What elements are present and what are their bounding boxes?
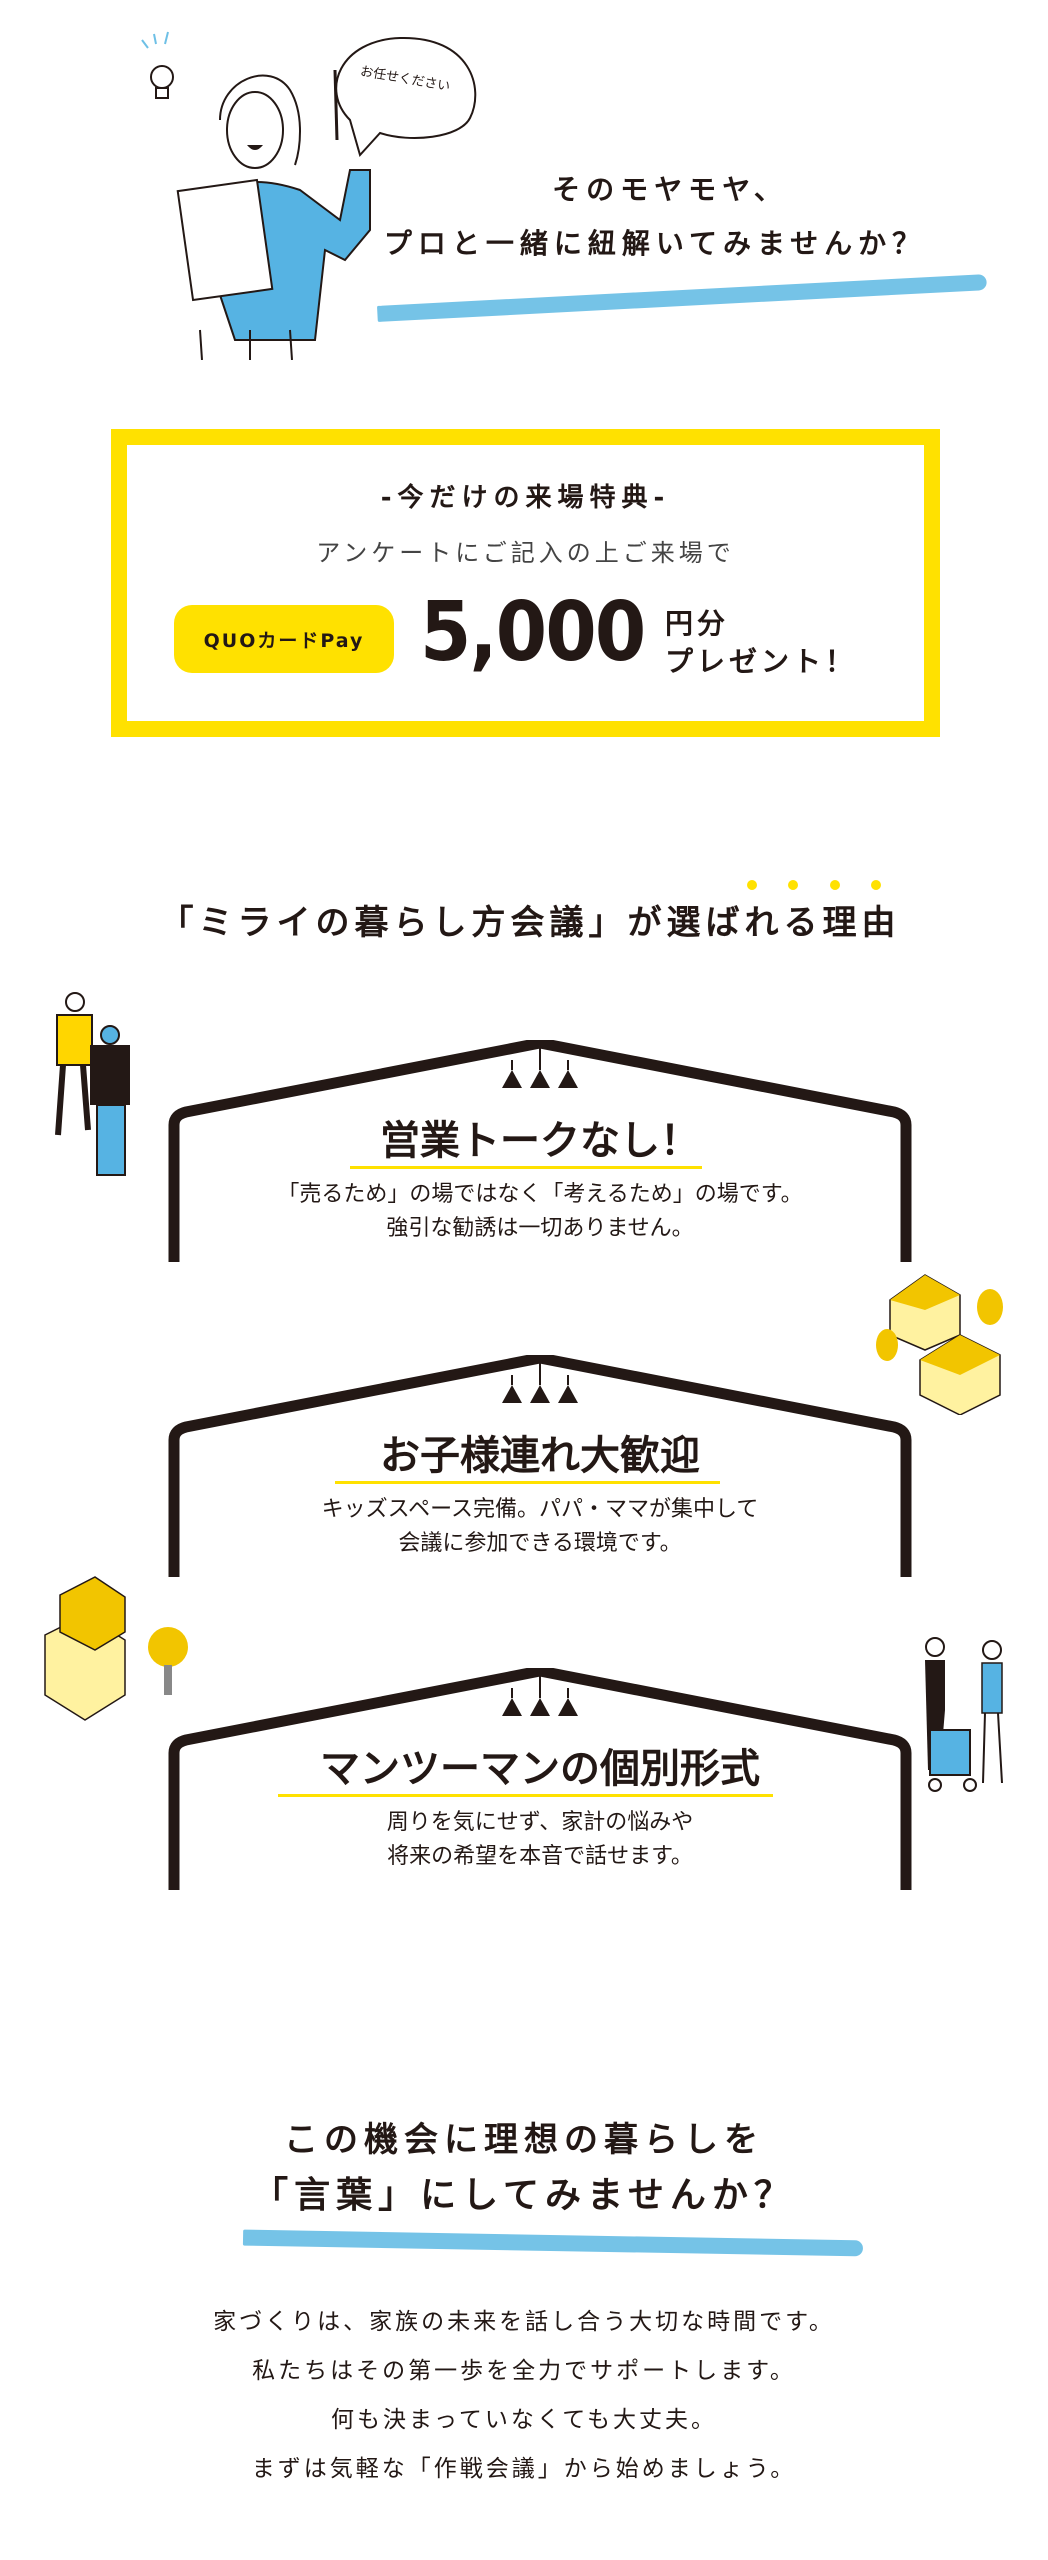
houses-illustration [876,1274,1003,1415]
title-underline [350,1166,702,1169]
reason-card: お子様連れ大歓迎 キッズスペース完備。パパ・ママが集中して 会議に参加できる環境… [160,1355,920,1577]
reason-desc-1: 「売るため」の場ではなく「考えるため」の場です。 [277,1182,803,1207]
house-frame [168,1355,912,1577]
people-illustration [55,992,130,1176]
title-underline [335,1481,720,1484]
reason-title: 営業トークなし！ [380,1118,700,1164]
offer-amount: 5,000 [420,585,646,680]
house-tree-illustration [44,1576,188,1721]
offer-title: -今だけの来場特典- [380,483,671,513]
offer-box [111,429,940,737]
closing-paragraph: 家づくりは、家族の未来を話し合う大切な時間です。 [213,2309,835,2335]
title-underline [278,1794,773,1797]
closing-paragraph: 私たちはその第一歩を全力でサポートします。 [252,2358,796,2384]
reasons-title: 「ミライの暮らし方会議」が選ばれる理由 [159,903,901,943]
quo-card-badge: QUOカードPay [174,605,394,673]
offer-present: プレゼント！ [665,645,858,678]
blue-brush-stroke [242,2229,864,2257]
lightbulb-icon [141,31,174,99]
reason-desc-1: キッズスペース完備。パパ・ママが集中して [321,1497,759,1522]
reason-desc-2: 会議に参加できる環境です。 [398,1531,682,1556]
closing-paragraph: まずは気軽な「作戦会議」から始めましょう。 [251,2456,797,2482]
reason-title: マンツーマンの個別形式 [320,1746,760,1792]
emphasis-dot [830,880,840,890]
reason-card: 営業トークなし！ 「売るため」の場ではなく「考えるため」の場です。 強引な勧誘は… [160,1040,920,1262]
emphasis-dot [871,880,881,890]
closing-headline-1: この機会に理想の暮らしを [284,2120,764,2160]
house-frame [168,1668,912,1890]
offer-unit: 円分 [665,607,730,640]
reason-title: お子様連れ大歓迎 [380,1433,700,1479]
reason-desc-1: 周りを気にせず、家計の悩みや [386,1810,694,1835]
pendant-lamps-icon [502,1360,578,1403]
emphasis-dot [788,880,798,890]
pendant-lamps-icon [502,1045,578,1088]
speech-bubble [335,36,477,158]
hero-headline-2: プロと一緒に紐解いてみませんか？ [383,227,927,260]
pendant-lamps-icon [502,1673,578,1716]
reason-desc-2: 将来の希望を本音で話せます。 [387,1844,693,1869]
closing-headline-2: 「言葉」にしてみませんか？ [252,2175,796,2216]
woman-illustration [141,31,371,360]
family-illustration [925,1637,1003,1792]
closing-paragraph: 何も決まっていなくても大丈夫。 [330,2407,718,2433]
emphasis-dot [747,880,757,890]
reason-card: マンツーマンの個別形式 周りを気にせず、家計の悩みや 将来の希望を本音で話せます… [160,1668,920,1890]
offer-subtitle: アンケートにご記入の上ご来場で [316,539,735,567]
reason-desc-2: 強引な勧誘は一切ありません。 [386,1216,694,1241]
house-frame [168,1040,912,1262]
hero-headline-1: そのモヤモヤ、 [552,173,788,206]
